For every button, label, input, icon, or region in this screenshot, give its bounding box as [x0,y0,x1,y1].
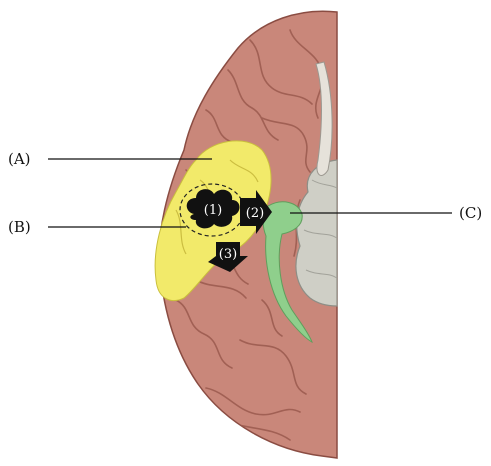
marker-3-text: (3) [219,247,237,262]
label-a: (A) [8,150,31,168]
marker-2-text: (2) [246,206,264,221]
label-c: (C) [459,204,482,222]
label-b: (B) [8,218,31,236]
marker-1-text: (1) [204,203,222,218]
